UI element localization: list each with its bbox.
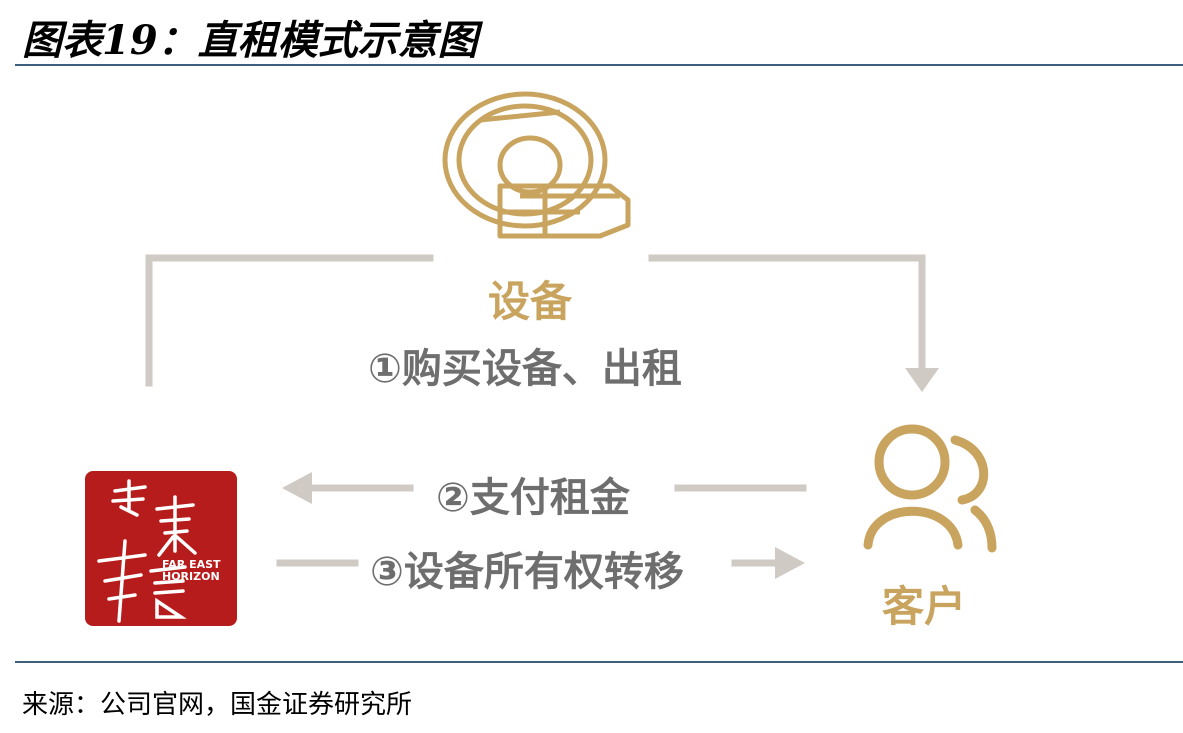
arrowhead-right [775,547,805,579]
figure-title: 图表19：直租模式示意图 [22,17,478,64]
logo-english-line2: HORIZON [162,570,220,583]
company-logo: FAR EAST HORIZON [85,471,237,626]
step-3-label: ③设备所有权转移 [370,549,684,595]
logo-english-text: FAR EAST HORIZON [162,559,221,583]
bottom-rule [15,661,1183,663]
top-left-line [145,254,434,387]
logo-english-line1: FAR EAST [162,558,221,571]
arrowhead-left [282,472,312,504]
step-2-label: ②支付租金 [436,475,630,521]
flow-arrows [145,254,926,567]
top-rule [15,64,1183,66]
arrowhead-down [905,368,939,392]
mri-scanner-icon [442,91,631,239]
source-note: 来源：公司官网，国金证券研究所 [22,690,413,720]
top-right-line [648,254,926,374]
equipment-label: 设备 [488,277,573,326]
step-1-label: ①购买设备、出租 [368,346,682,392]
customer-label: 客户 [882,582,967,631]
logo-calligraphy-icon [97,479,197,623]
customers-icon [863,424,997,553]
